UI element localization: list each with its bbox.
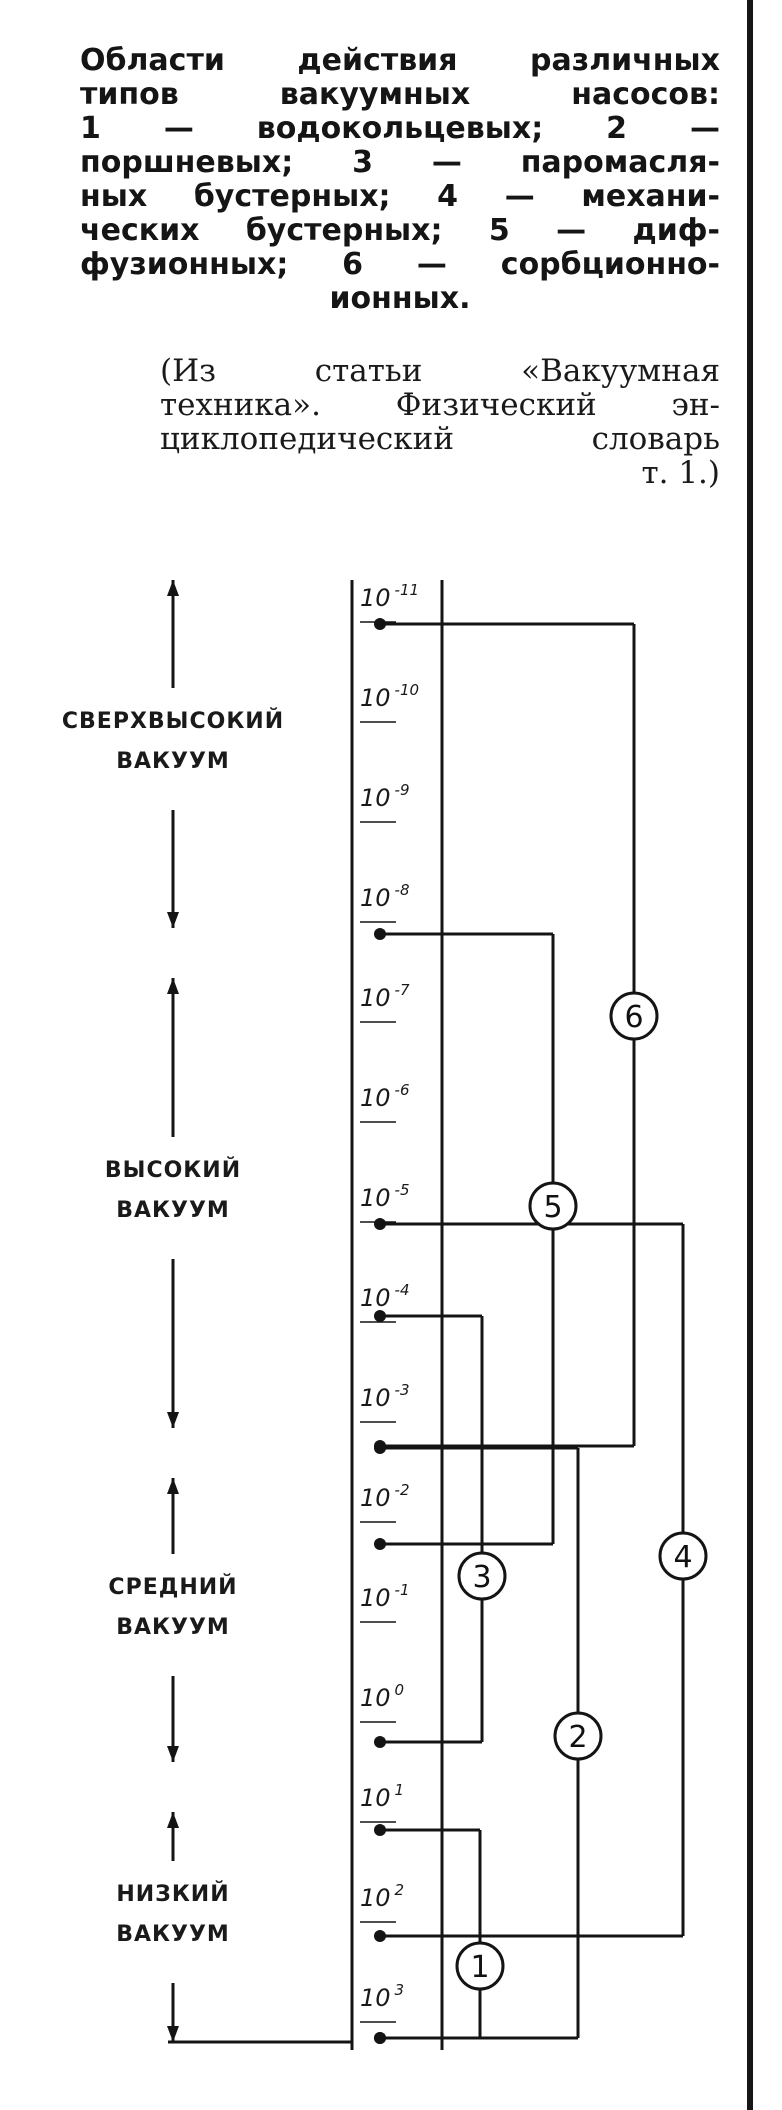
- pump-number-circle: [553, 1711, 603, 1761]
- tick-base: 10: [360, 1784, 391, 1812]
- source-line: техника». Физический эн-: [160, 387, 720, 423]
- range-label: СРЕДНИЙ: [108, 1574, 237, 1600]
- pump-bracket-3: 3: [374, 1310, 507, 1748]
- tick-base: 10: [360, 1884, 391, 1912]
- tick-exponent: -8: [395, 881, 410, 899]
- tick-label: 10-8: [360, 881, 410, 912]
- pump-number-circle: [455, 1941, 505, 1991]
- range-label: ВАКУУМ: [116, 749, 230, 774]
- caption-line: типов вакуумных насосов:: [80, 77, 720, 112]
- tick-exponent: 3: [395, 1981, 405, 1999]
- tick-exponent: -6: [395, 1081, 410, 1099]
- pump-number-label: 5: [543, 1190, 562, 1225]
- range-label: ВЫСОКИЙ: [105, 1157, 241, 1183]
- tick-exponent: -4: [395, 1281, 410, 1299]
- tick-base: 10: [360, 1584, 391, 1612]
- range-label: ВАКУУМ: [116, 1922, 230, 1947]
- tick-label: 10-10: [360, 681, 419, 712]
- tick-label: 10-7: [360, 981, 410, 1012]
- range-arrow-head: [167, 580, 179, 596]
- tick-exponent: -5: [395, 1181, 410, 1199]
- range-label: ВАКУУМ: [116, 1198, 230, 1223]
- pump-bracket-2: 2: [374, 1442, 603, 2044]
- pump-number-circle: [457, 1551, 507, 1601]
- tick-exponent: -2: [395, 1481, 410, 1499]
- tick-exponent: -10: [395, 681, 420, 699]
- source-line: циклопедический словарь: [160, 421, 720, 457]
- vacuum-range-arrows: СВЕРХВЫСОКИЙ ВАКУУМ ВЫСОКИЙ ВАКУУМ СРЕДНИЙ ВА…: [62, 580, 284, 2042]
- pump-number-circle: [609, 991, 659, 1041]
- tick-exponent: -11: [395, 581, 420, 599]
- tick-label: 10-3: [360, 1381, 410, 1412]
- tick-label: 10-4: [360, 1281, 410, 1312]
- pump-bracket-6: 6: [374, 618, 659, 1452]
- range-arrow-head: [167, 1746, 179, 1762]
- caption-line: фузионных; 6 — сорбционно-: [80, 247, 720, 282]
- range-arrow-head: [167, 1812, 179, 1828]
- tick-label: 10-5: [360, 1181, 410, 1212]
- tick-label: 10-6: [360, 1081, 410, 1112]
- tick-exponent: 1: [395, 1781, 405, 1799]
- tick-base: 10: [360, 784, 391, 812]
- pump-number-label: 2: [568, 1720, 587, 1755]
- tick-base: 10: [360, 1084, 391, 1112]
- caption-line: Области действия различных: [80, 43, 720, 78]
- tick-label: 10-9: [360, 781, 410, 812]
- range-arrow-head: [167, 978, 179, 994]
- tick-base: 10: [360, 584, 391, 612]
- tick-base: 10: [360, 1684, 391, 1712]
- tick-exponent: 0: [395, 1681, 405, 1699]
- pump-bracket-4: 4: [374, 1218, 708, 1942]
- range-arrow-head: [167, 912, 179, 928]
- pump-number-circle: [658, 1531, 708, 1581]
- range-label: СВЕРХВЫСОКИЙ: [62, 708, 284, 734]
- range-arrow-head: [167, 1478, 179, 1494]
- tick-base: 10: [360, 684, 391, 712]
- caption-line: ных бустерных; 4 — механи-: [80, 179, 720, 214]
- tick-label: 10-2: [360, 1481, 410, 1512]
- pump-number-label: 3: [472, 1560, 491, 1595]
- source-line: (Из статьи «Вакуумная: [160, 353, 720, 389]
- tick-exponent: -1: [395, 1581, 410, 1599]
- tick-base: 10: [360, 984, 391, 1012]
- pump-bracket-1: 1: [374, 1824, 505, 2044]
- tick-base: 10: [360, 884, 391, 912]
- pump-number-label: 1: [470, 1950, 489, 1985]
- tick-label: 10-11: [360, 581, 419, 612]
- caption-line: 1 — водокольцевых; 2 —: [80, 111, 720, 146]
- tick-exponent: 2: [395, 1881, 405, 1899]
- caption-line: ионных.: [329, 281, 471, 316]
- source-citation: (Из статьи «Вакуумная техника». Физическ…: [160, 354, 720, 490]
- pump-number-label: 6: [624, 1000, 643, 1035]
- tick-exponent: -7: [395, 981, 410, 999]
- tick-exponent: -9: [395, 781, 410, 799]
- pump-range-diagram: СВЕРХВЫСОКИЙ ВАКУУМ ВЫСОКИЙ ВАКУУМ СРЕДНИЙ ВА…: [62, 580, 708, 2050]
- pump-bracket-5: 5: [374, 928, 578, 1550]
- caption-line: ческих бустерных; 5 — диф-: [80, 213, 720, 248]
- tick-base: 10: [360, 1184, 391, 1212]
- range-label: ВАКУУМ: [116, 1615, 230, 1640]
- tick-exponent: -3: [395, 1381, 410, 1399]
- source-line: т. 1.): [641, 455, 720, 491]
- tick-base: 10: [360, 1984, 391, 2012]
- pump-range-brackets: 1 2 3 4 5 6: [374, 618, 708, 2044]
- tick-base: 10: [360, 1384, 391, 1412]
- page-border-rule: [747, 0, 753, 2110]
- range-arrow-head: [167, 2026, 179, 2042]
- tick-label: 10-1: [360, 1581, 410, 1612]
- range-label: НИЗКИЙ: [116, 1881, 229, 1907]
- tick-base: 10: [360, 1284, 391, 1312]
- range-arrow-head: [167, 1412, 179, 1428]
- caption-line: поршневых; 3 — паромасля-: [80, 145, 720, 180]
- pump-number-label: 4: [673, 1540, 692, 1575]
- figure-caption: Области действия различных типов вакуумн…: [80, 44, 720, 316]
- pump-number-circle: [528, 1181, 578, 1231]
- tick-base: 10: [360, 1484, 391, 1512]
